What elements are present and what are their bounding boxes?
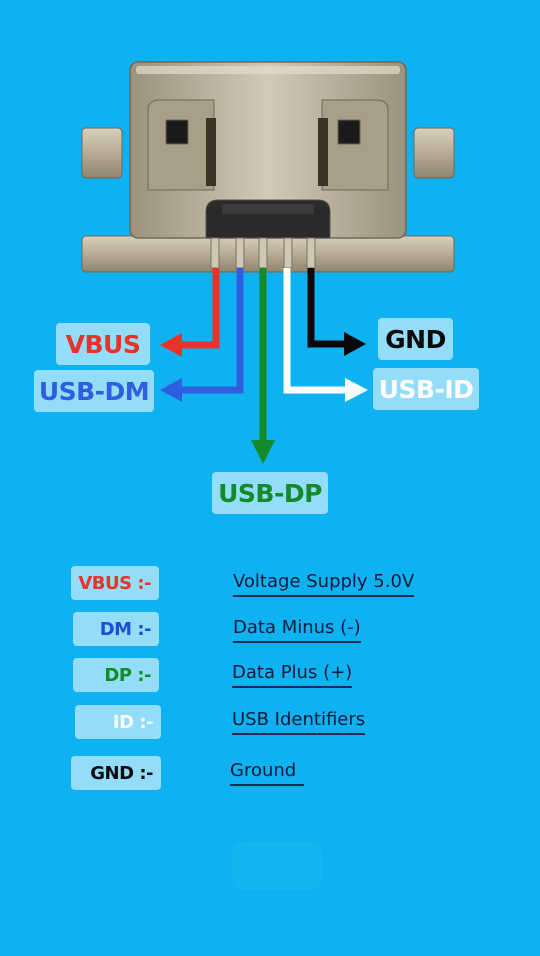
id-arrow-icon	[345, 378, 368, 402]
usb-dm-label: USB-DM	[34, 370, 154, 412]
id-wire	[283, 268, 346, 394]
dm-arrow-icon	[160, 378, 182, 402]
vbus-label: VBUS	[56, 323, 150, 365]
vbus-wire	[180, 268, 220, 349]
legend-key-gnd: GND :-	[71, 756, 161, 790]
gnd-label: GND	[378, 318, 453, 360]
legend-desc-vbus: Voltage Supply 5.0V	[233, 571, 415, 597]
usb-dp-label: USB-DP	[212, 472, 328, 514]
gnd-wire	[307, 268, 346, 348]
legend-desc-id: USB Identifiers	[232, 709, 366, 735]
legend-key-vbus: VBUS :-	[71, 566, 159, 600]
usb-id-label: USB-ID	[373, 368, 479, 410]
legend-desc-dp: Data Plus (+)	[232, 662, 353, 688]
legend-desc-dm: Data Minus (-)	[233, 617, 361, 643]
dm-wire	[180, 268, 244, 394]
vbus-arrow-icon	[160, 333, 182, 357]
legend-desc-gnd: Ground	[230, 760, 305, 786]
gnd-arrow-icon	[344, 332, 366, 356]
legend-key-dp: DP :-	[73, 658, 159, 692]
micro-usb-connector	[81, 61, 455, 273]
dp-arrow-icon	[251, 440, 275, 464]
legend-key-id: ID :-	[75, 705, 161, 739]
legend-key-dm: DM :-	[73, 612, 159, 646]
